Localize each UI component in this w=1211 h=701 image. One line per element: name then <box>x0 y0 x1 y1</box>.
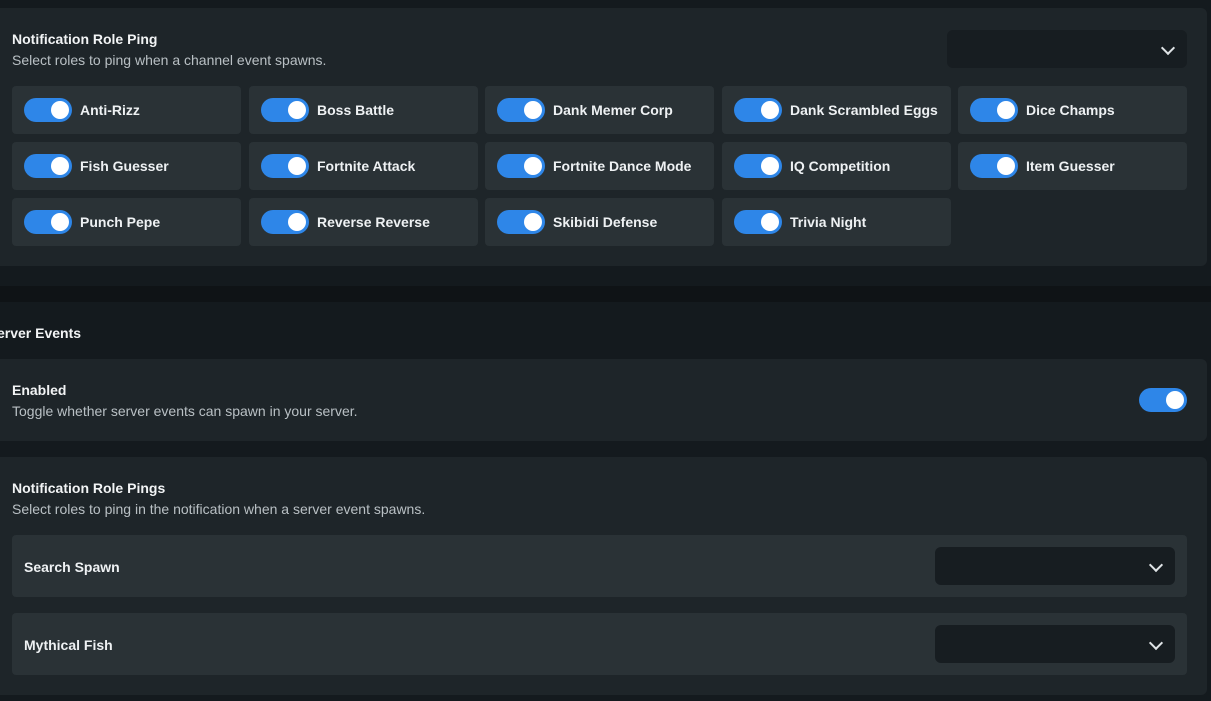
role-toggle-item: Fortnite Dance Mode <box>485 142 714 190</box>
role-toggle[interactable] <box>970 98 1018 122</box>
channel-role-ping-title: Notification Role Ping <box>12 31 158 47</box>
role-label: Fish Guesser <box>80 158 169 174</box>
toggle-knob <box>288 101 306 119</box>
toggle-knob <box>761 213 779 231</box>
mythical-fish-role-select[interactable] <box>935 625 1175 663</box>
role-toggle-item: Skibidi Defense <box>485 198 714 246</box>
event-row-search-spawn: Search Spawn <box>12 535 1187 597</box>
server-role-pings-title: Notification Role Pings <box>12 480 166 496</box>
role-toggle-item: Anti-Rizz <box>12 86 241 134</box>
toggle-knob <box>288 157 306 175</box>
toggle-knob <box>761 157 779 175</box>
toggle-knob <box>51 157 69 175</box>
role-toggle[interactable] <box>497 154 545 178</box>
chevron-down-icon <box>1148 557 1164 573</box>
toggle-knob <box>997 157 1015 175</box>
role-toggle-item: Fish Guesser <box>12 142 241 190</box>
role-toggle-item: Trivia Night <box>722 198 951 246</box>
event-label: Search Spawn <box>24 559 120 575</box>
server-role-pings-description: Select roles to ping in the notification… <box>12 501 426 517</box>
chevron-down-icon <box>1160 40 1176 56</box>
role-label: Anti-Rizz <box>80 102 140 118</box>
toggle-knob <box>51 213 69 231</box>
event-row-mythical-fish: Mythical Fish <box>12 613 1187 675</box>
role-label: Reverse Reverse <box>317 214 430 230</box>
role-toggle-item: Item Guesser <box>958 142 1187 190</box>
role-toggle[interactable] <box>24 98 72 122</box>
toggle-knob <box>51 101 69 119</box>
role-toggle[interactable] <box>24 210 72 234</box>
search-spawn-role-select[interactable] <box>935 547 1175 585</box>
toggle-knob <box>524 101 542 119</box>
role-label: Fortnite Dance Mode <box>553 158 692 174</box>
role-label: Trivia Night <box>790 214 867 230</box>
role-toggle-item: IQ Competition <box>722 142 951 190</box>
role-label: Punch Pepe <box>80 214 161 230</box>
server-events-heading: erver Events <box>0 325 82 341</box>
role-toggle[interactable] <box>24 154 72 178</box>
server-events-enabled-toggle[interactable] <box>1139 388 1187 412</box>
section-divider <box>0 286 1211 302</box>
role-toggle[interactable] <box>734 98 782 122</box>
role-label: Boss Battle <box>317 102 395 118</box>
role-toggle-item: Dank Scrambled Eggs <box>722 86 951 134</box>
role-toggle-item: Dank Memer Corp <box>485 86 714 134</box>
role-toggle-item: Dice Champs <box>958 86 1187 134</box>
server-events-enabled-card: Enabled Toggle whether server events can… <box>0 359 1207 441</box>
role-toggle-item: Reverse Reverse <box>249 198 478 246</box>
toggle-knob <box>524 213 542 231</box>
toggle-knob <box>288 213 306 231</box>
role-toggle[interactable] <box>261 98 309 122</box>
server-role-pings-card: Notification Role Pings Select roles to … <box>0 457 1207 695</box>
role-label: Skibidi Defense <box>553 214 658 230</box>
channel-role-ping-description: Select roles to ping when a channel even… <box>12 52 327 68</box>
toggle-knob <box>761 101 779 119</box>
role-toggle[interactable] <box>734 154 782 178</box>
role-label: Dice Champs <box>1026 102 1115 118</box>
role-label: IQ Competition <box>790 158 891 174</box>
role-label: Fortnite Attack <box>317 158 416 174</box>
toggle-knob <box>524 157 542 175</box>
channel-role-ping-card: Notification Role Ping Select roles to p… <box>0 8 1207 266</box>
role-label: Item Guesser <box>1026 158 1115 174</box>
role-label: Dank Memer Corp <box>553 102 673 118</box>
enabled-title: Enabled <box>12 382 67 398</box>
role-toggle[interactable] <box>261 154 309 178</box>
role-toggle[interactable] <box>497 210 545 234</box>
chevron-down-icon <box>1148 635 1164 651</box>
enabled-description: Toggle whether server events can spawn i… <box>12 403 358 419</box>
role-toggle[interactable] <box>734 210 782 234</box>
role-toggle-item: Boss Battle <box>249 86 478 134</box>
toggle-knob <box>1166 391 1184 409</box>
role-toggle-item: Punch Pepe <box>12 198 241 246</box>
role-toggle-item: Fortnite Attack <box>249 142 478 190</box>
channel-role-ping-select[interactable] <box>947 30 1187 68</box>
role-label: Dank Scrambled Eggs <box>790 102 938 118</box>
role-toggle[interactable] <box>497 98 545 122</box>
role-toggle[interactable] <box>970 154 1018 178</box>
event-label: Mythical Fish <box>24 637 113 653</box>
toggle-knob <box>997 101 1015 119</box>
role-toggle[interactable] <box>261 210 309 234</box>
